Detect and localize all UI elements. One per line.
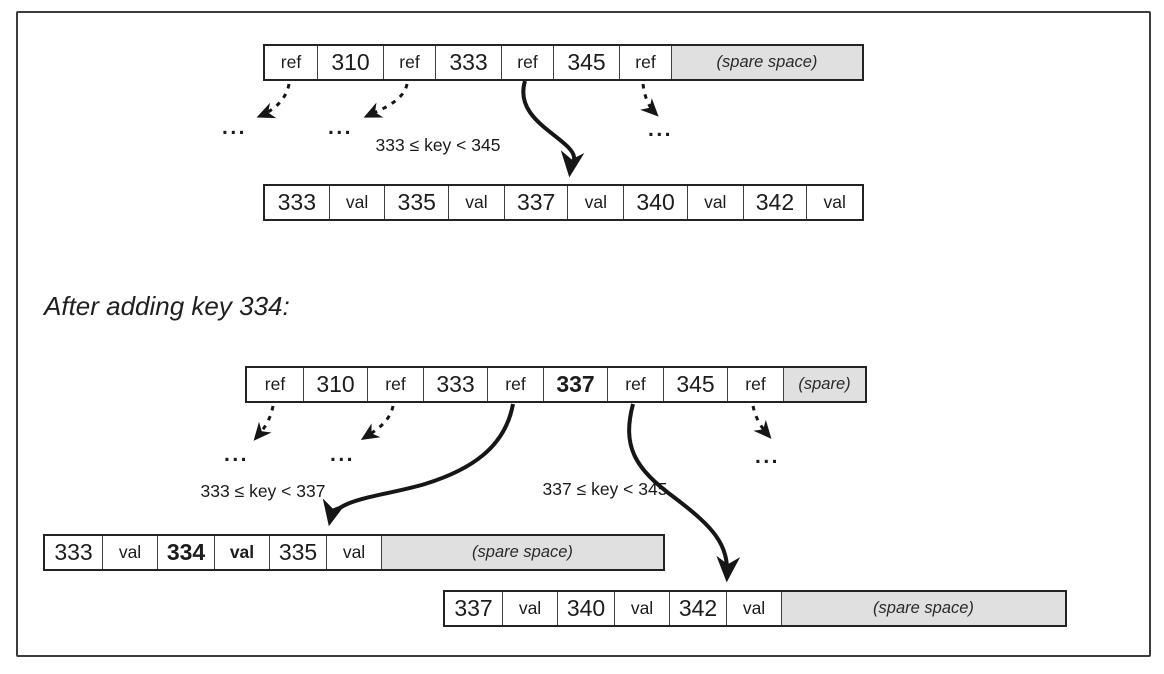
key-cell: 340 <box>623 186 687 219</box>
val-cell: val <box>686 186 743 219</box>
key-cell: 342 <box>669 592 726 625</box>
ellipsis-subtree: ... <box>755 445 781 468</box>
key-cell: 335 <box>269 536 326 569</box>
key-cell: 310 <box>303 368 367 401</box>
ref-cell: ref <box>619 46 671 79</box>
ellipsis-subtree: ... <box>330 443 356 466</box>
key-range-label: 333 ≤ key < 337 <box>200 481 326 501</box>
ref-cell: ref <box>280 52 302 72</box>
figure-border <box>16 11 1151 657</box>
new-key-cell: 337 <box>543 368 607 401</box>
spare-space-cell: (spare space) <box>781 592 1065 625</box>
ref-cell: ref <box>367 368 423 401</box>
spare-space-cell: (spare) <box>783 368 865 401</box>
val-cell: val <box>448 186 504 219</box>
new-val-cell: val <box>214 536 269 569</box>
key-cell: 333 <box>435 46 501 79</box>
val-cell: val <box>806 186 862 219</box>
spare-space-cell: (spare space) <box>381 536 663 569</box>
mid-internal-node: ref 310 ref 333 ref 337 ref 345 ref (spa… <box>245 366 867 403</box>
val-cell: val <box>102 536 157 569</box>
key-cell: 342 <box>742 186 807 219</box>
ref-cell: ref <box>383 46 435 79</box>
ref-cell: ref <box>727 368 783 401</box>
ellipsis-subtree: ... <box>328 116 354 139</box>
new-key-cell: 334 <box>157 536 214 569</box>
val-cell: val <box>567 186 623 219</box>
ref-cell: ref <box>501 46 553 79</box>
ellipsis-subtree: ... <box>224 443 250 466</box>
ref-cell: ref <box>264 374 286 394</box>
spare-space-cell: (spare space) <box>671 46 862 79</box>
val-cell: val <box>726 592 781 625</box>
key-cell: 310 <box>317 46 383 79</box>
key-cell: 340 <box>557 592 614 625</box>
key-cell: 337 <box>503 186 568 219</box>
after-adding-note: After adding key 334: <box>44 291 290 321</box>
val-cell: val <box>614 592 669 625</box>
top-internal-node: ref 310 ref 333 ref 345 ref (spare space… <box>263 44 864 81</box>
key-cell: 337 <box>454 595 493 621</box>
val-cell: val <box>328 186 385 219</box>
key-cell: 345 <box>553 46 619 79</box>
bottom-left-leaf-page: 333 val 334 val 335 val (spare space) <box>43 534 665 571</box>
key-cell: 335 <box>384 186 448 219</box>
key-cell: 333 <box>277 189 317 215</box>
bottom-right-leaf-page: 337 val 340 val 342 val (spare space) <box>443 590 1067 627</box>
key-range-label: 337 ≤ key < 345 <box>542 479 668 499</box>
key-cell: 345 <box>663 368 727 401</box>
ellipsis-subtree: ... <box>222 116 248 139</box>
key-cell: 333 <box>54 539 93 565</box>
val-cell: val <box>326 536 381 569</box>
ref-cell: ref <box>487 368 543 401</box>
top-leaf-page: 333 val 335 val 337 val 340 val 342 val <box>263 184 864 221</box>
key-range-label: 333 ≤ key < 345 <box>375 135 501 155</box>
key-cell: 333 <box>423 368 487 401</box>
ellipsis-subtree: ... <box>648 118 674 141</box>
val-cell: val <box>502 592 557 625</box>
ref-cell: ref <box>607 368 663 401</box>
